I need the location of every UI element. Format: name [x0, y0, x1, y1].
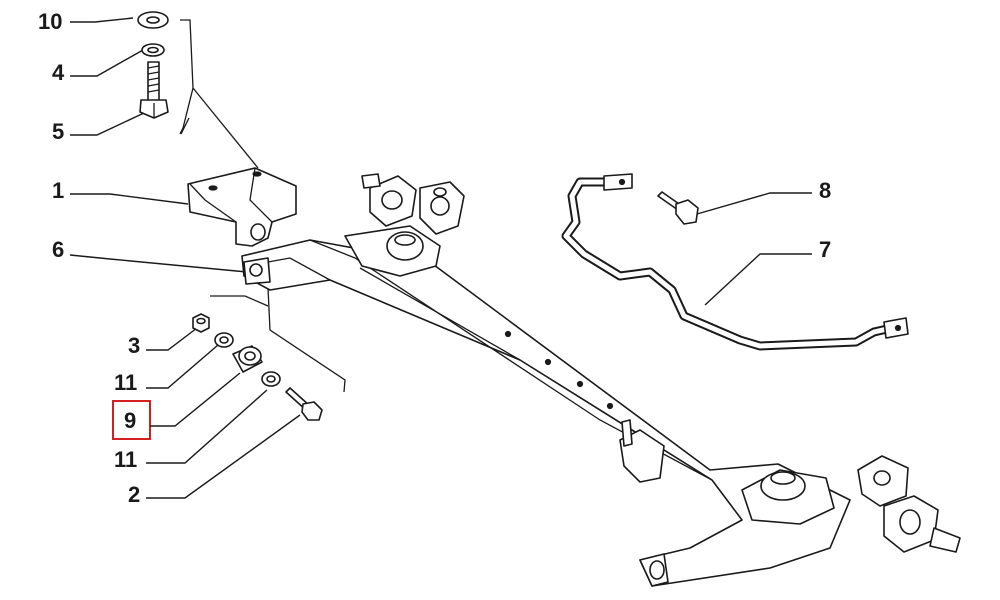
- callout-number-7: 7: [819, 237, 831, 262]
- callout-4: 4: [52, 49, 144, 85]
- leader-line-6: [69, 254, 248, 273]
- callout-number-8: 8: [819, 178, 831, 203]
- bolt-8: [657, 191, 699, 225]
- washer-4: [141, 43, 165, 57]
- washer-11-upper: [214, 332, 234, 348]
- callout-11-lower: 11: [114, 389, 268, 472]
- callout-1: 1: [52, 178, 189, 205]
- right-hub-knuckle: [857, 455, 961, 553]
- washer-11-lower: [261, 371, 281, 387]
- callout-9: 9: [112, 372, 241, 440]
- leader-line-7: [704, 253, 812, 306]
- callout-8: 8: [696, 178, 831, 215]
- callout-3: 3: [128, 327, 198, 358]
- leader-line-1: [70, 193, 189, 205]
- callout-number-11-upper: 11: [114, 370, 137, 395]
- leader-line-2: [146, 414, 301, 499]
- nut-3: [192, 313, 210, 333]
- leader-line-5: [70, 112, 145, 136]
- callout-5: 5: [52, 112, 145, 144]
- callout-number-9: 9: [124, 408, 136, 433]
- assembly-line-lower: [267, 287, 346, 393]
- callout-7: 7: [704, 237, 831, 306]
- mounting-bracket-1: [187, 167, 297, 247]
- left-hub-knuckle: [361, 173, 465, 235]
- rear-axle-beam-6: [241, 239, 851, 587]
- leader-line-3: [146, 327, 198, 351]
- callout-number-10: 10: [38, 9, 62, 34]
- assembly-line-to-bracket: [192, 87, 259, 169]
- leader-line-11-upper: [146, 344, 219, 389]
- callout-number-6: 6: [52, 237, 64, 262]
- left-spring-seat: [344, 225, 441, 277]
- bolt-2: [285, 387, 323, 421]
- bolt-5: [139, 61, 169, 119]
- callout-number-4: 4: [52, 60, 65, 85]
- callout-2: 2: [128, 414, 301, 507]
- callout-11-upper: 11: [114, 344, 219, 395]
- bushing-9: [232, 345, 263, 373]
- callout-number-5: 5: [52, 119, 64, 144]
- callout-number-1: 1: [52, 178, 64, 203]
- callout-6: 6: [52, 237, 248, 273]
- leader-line-11-lower: [146, 389, 268, 464]
- callout-9-highlight-box: [112, 400, 151, 440]
- assembly-line-upper: [179, 19, 194, 135]
- callout-number-2: 2: [128, 482, 140, 507]
- leader-line-4: [70, 49, 144, 77]
- assembly-line-pivot: [210, 295, 269, 307]
- assembly-line-tick: [180, 117, 190, 135]
- callout-number-11-lower: 11: [114, 447, 137, 472]
- assembly-lines: [179, 19, 346, 393]
- callout-number-3: 3: [128, 333, 140, 358]
- anti-roll-bar-7: [561, 173, 909, 351]
- leader-line-9: [150, 372, 241, 427]
- right-spring-seat: [619, 419, 835, 525]
- washer-10: [137, 11, 169, 29]
- leader-line-8: [696, 192, 812, 215]
- leader-line-10: [70, 17, 134, 23]
- callout-10: 10: [38, 9, 134, 34]
